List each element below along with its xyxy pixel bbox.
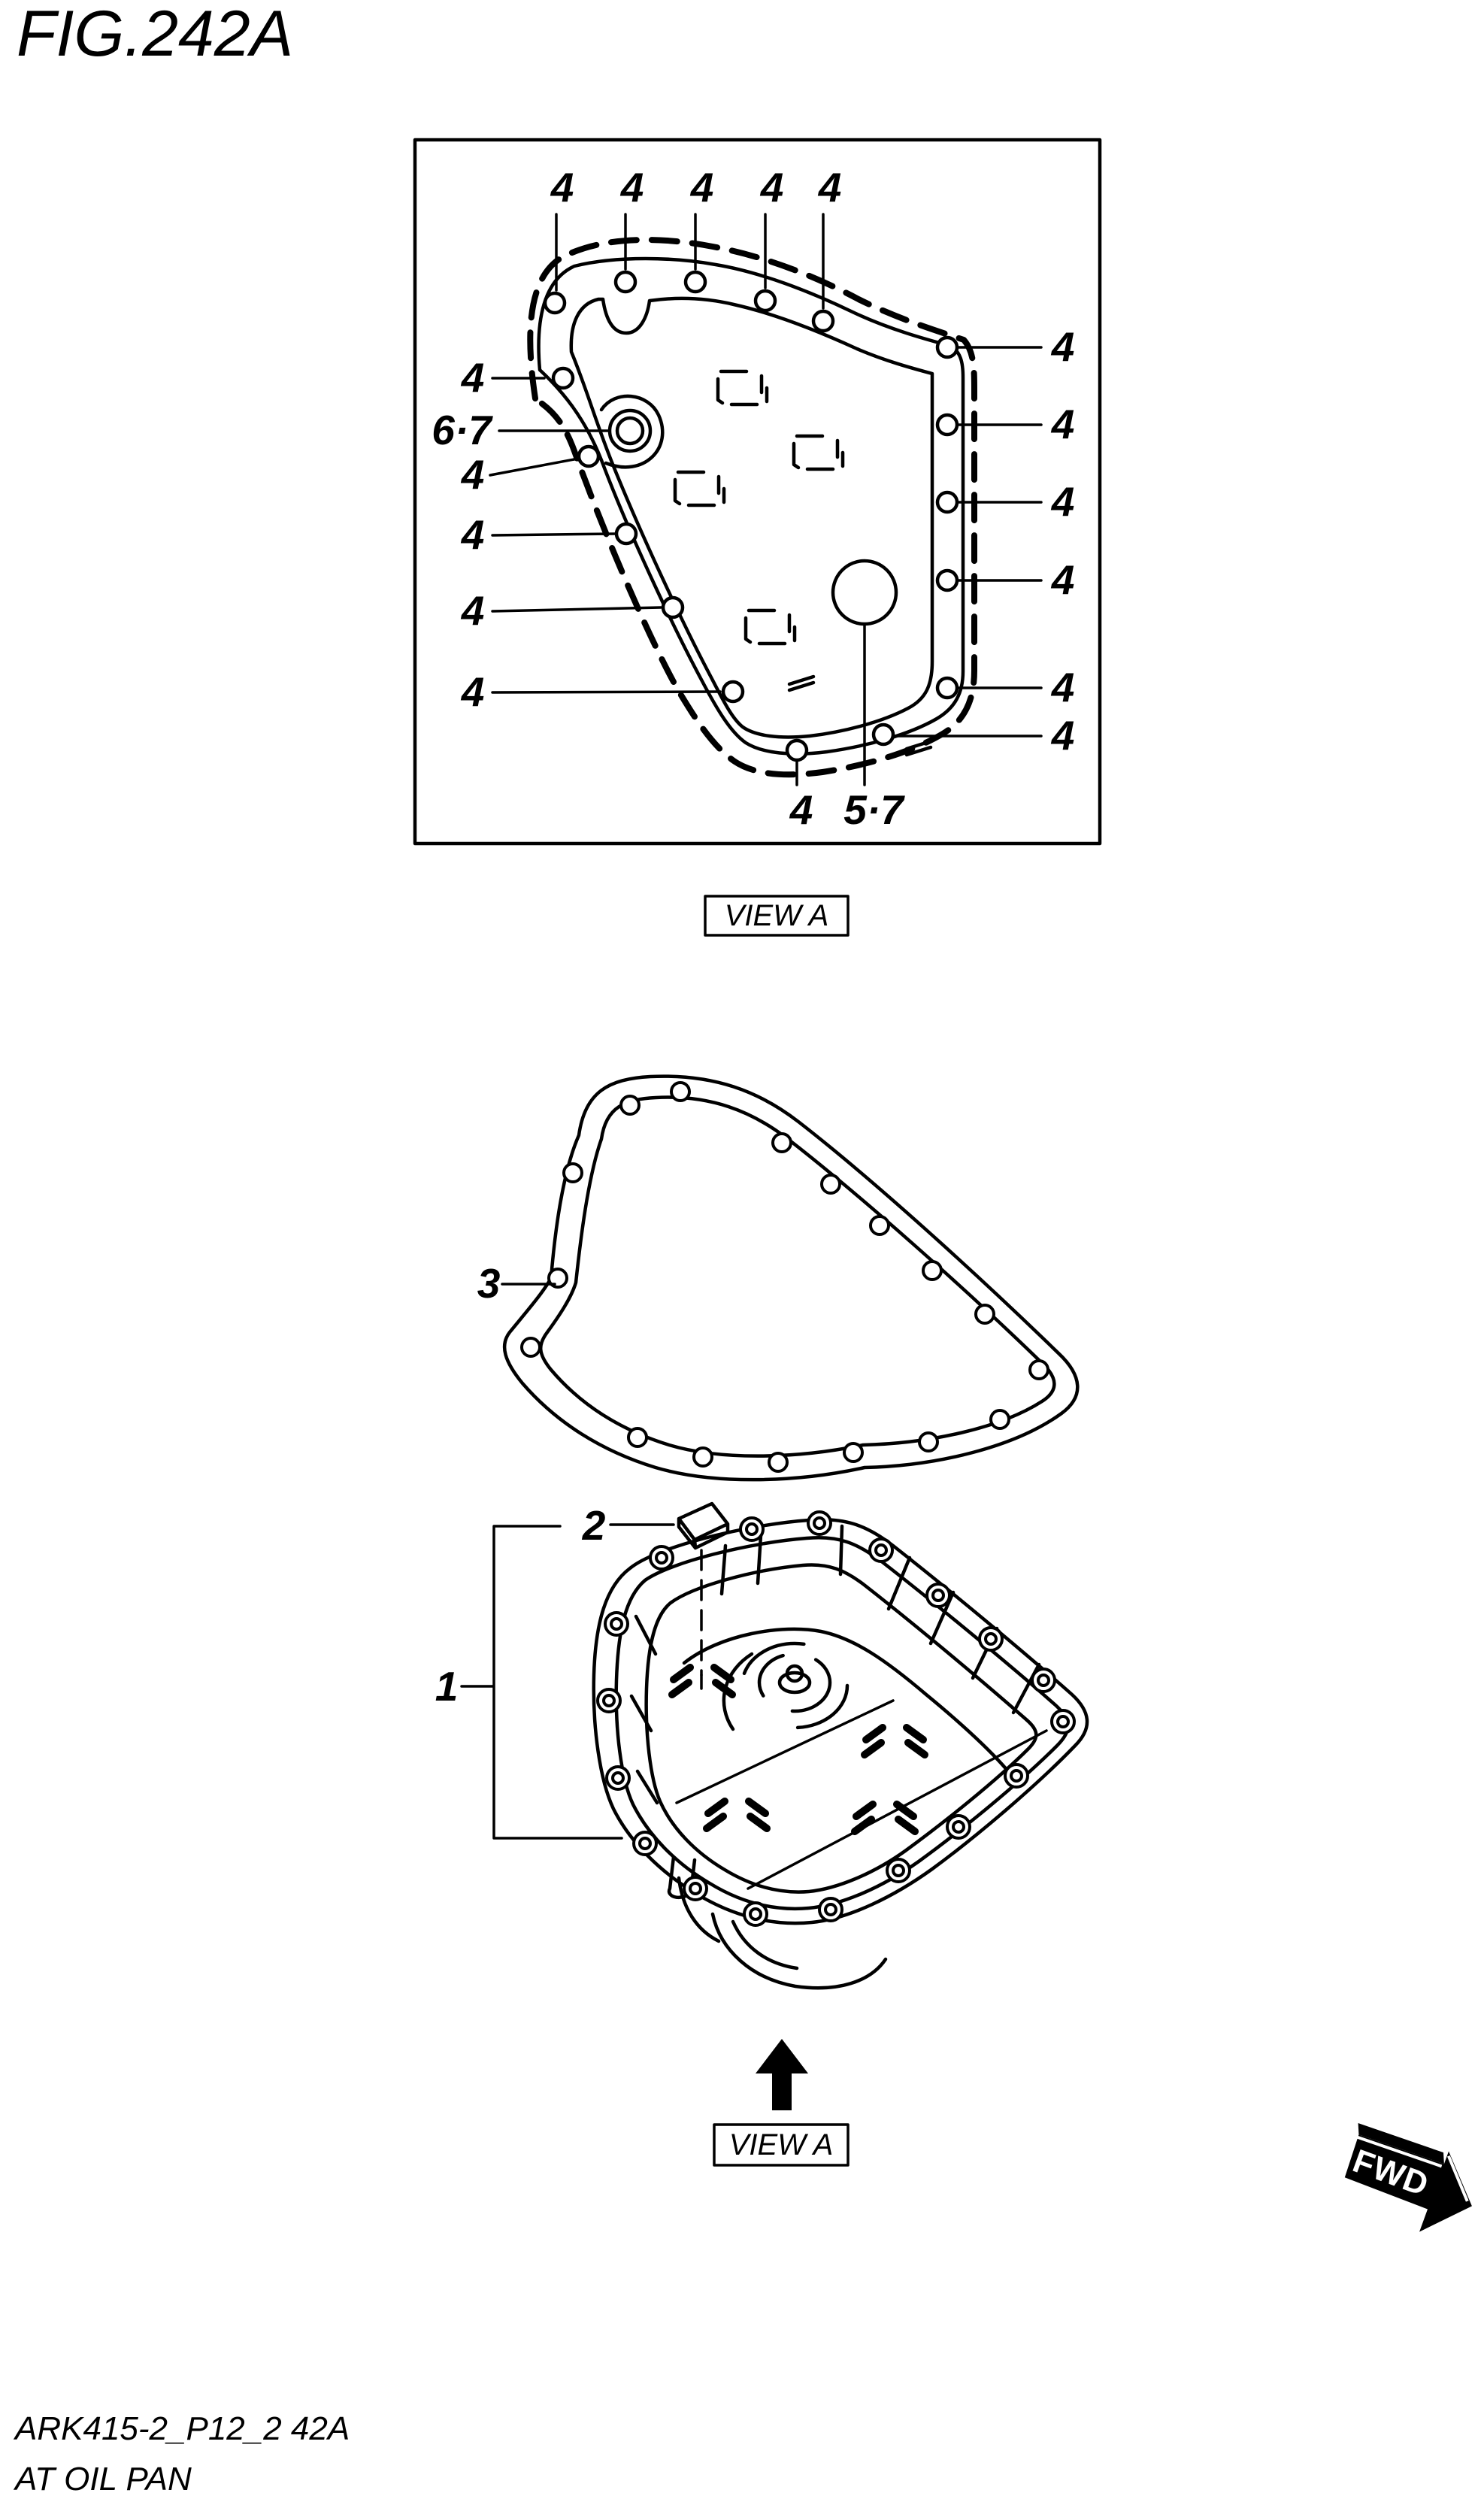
callout-leaders — [489, 213, 1043, 786]
magnet-part: 2 — [582, 1501, 730, 1690]
pan-bolt-bosses — [596, 1510, 1076, 1927]
callout-bolt: 4 — [789, 786, 813, 833]
callout-bolt: 4 — [1051, 712, 1075, 759]
callout-bolt: 4 — [461, 511, 485, 558]
callout-level-plug: 6·7 — [432, 407, 493, 453]
callout-bolt: 4 — [1051, 323, 1075, 370]
footer-part-code: ARK415-2_P12_2 42A — [13, 2410, 350, 2447]
magnet-slot-marks — [673, 369, 933, 757]
callout-bolt: 4 — [461, 451, 485, 498]
pan-rim-hidden-outline — [527, 237, 977, 778]
callout-bolt: 4 — [818, 164, 842, 211]
view-a-tag-top: VIEW A — [704, 895, 850, 937]
oil-pan-bracket: 1 — [435, 1525, 623, 1840]
view-a-callouts: 4 4 4 4 4 4 6·7 4 4 4 4 4 4 4 4 4 4 4 5·… — [432, 164, 1074, 833]
gasket-outer-edge — [537, 256, 965, 756]
view-a-panel: 4 4 4 4 4 4 6·7 4 4 4 4 4 4 4 4 4 4 4 5·… — [413, 138, 1102, 846]
callout-bolt: 4 — [1051, 556, 1075, 603]
pan-magnet-slots — [668, 1664, 928, 1835]
pan-flange-outer — [592, 1517, 1089, 1925]
callout-bolt: 4 — [550, 164, 574, 211]
view-direction-arrow-icon — [756, 2039, 808, 2110]
view-a-tag-top-label: VIEW A — [725, 899, 829, 932]
page-title: FIG.242A — [17, 0, 293, 70]
callout-bolt: 4 — [461, 354, 485, 401]
fwd-arrow-icon: FWD — [1344, 2122, 1472, 2232]
exploded-view: 3 2 1 — [435, 1074, 1089, 1990]
callout-drain-plug: 5·7 — [843, 786, 905, 833]
callout-bolt: 4 — [461, 668, 485, 715]
callout-bolt: 4 — [1051, 664, 1075, 710]
gasket-holes — [520, 1081, 1049, 1473]
callout-bolt: 4 — [1051, 401, 1075, 447]
callout-bolt: 4 — [1051, 478, 1075, 525]
oil-pan-part — [592, 1510, 1089, 1990]
callout-gasket: 3 — [477, 1260, 501, 1307]
pan-floor-lines — [675, 1699, 1048, 1890]
pan-drain-boss — [722, 1641, 850, 1731]
callout-bolt: 4 — [760, 164, 784, 211]
view-a-frame — [413, 138, 1102, 846]
view-a-tag-bottom-label: VIEW A — [729, 2128, 834, 2161]
callout-magnet: 2 — [582, 1502, 606, 1549]
pan-floor-edge — [682, 1627, 1019, 1784]
pan-wall-lip — [644, 1563, 1038, 1894]
callout-bolt: 4 — [620, 164, 644, 211]
gasket-part: 3 — [477, 1074, 1080, 1482]
callout-bolt: 4 — [690, 164, 714, 211]
callout-oil-pan: 1 — [435, 1663, 459, 1710]
footer-caption: AT OIL PAN — [13, 2461, 192, 2496]
drain-plug-circle — [831, 559, 898, 626]
gasket-bolt-holes — [543, 270, 959, 762]
callout-bolt: 4 — [461, 587, 485, 634]
view-a-tag-bottom: VIEW A — [713, 2123, 850, 2167]
pan-sump-lip — [677, 1876, 888, 1990]
